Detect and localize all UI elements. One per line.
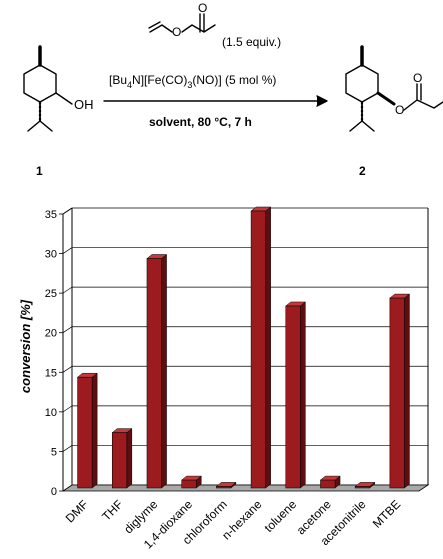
- gridline-depth: [62, 405, 73, 413]
- bar-front: [354, 486, 370, 489]
- y-tick-label: 15: [45, 367, 57, 379]
- gridline-depth: [62, 365, 73, 373]
- bar-side: [300, 301, 306, 489]
- product-structure: [345, 64, 379, 103]
- catalyst-label: [Bu4N][Fe(CO)3(NO)] (5 mol %): [109, 73, 276, 90]
- y-tick-label: 10: [45, 407, 57, 419]
- product-ester-o-label: O: [395, 103, 404, 117]
- reactant-structure: [23, 64, 57, 103]
- ticks-layer: 0 5 10 15 20 25 30 35: [45, 209, 63, 498]
- bar-front: [285, 305, 301, 489]
- bar-DMF: [76, 372, 98, 489]
- category-label: DMF: [63, 497, 91, 525]
- y-tick-label: 20: [45, 328, 57, 340]
- y-axis-label: conversion [%]: [18, 299, 33, 393]
- y-axis-top-connector: [62, 207, 73, 215]
- bar-chloroform: [215, 481, 237, 489]
- vinyl-carbonyl-o-label: O: [198, 1, 207, 15]
- reagent-equiv-label: (1.5 equiv.): [222, 35, 281, 49]
- bar-acetonitrile: [354, 481, 376, 489]
- y-tick-label: 35: [45, 209, 57, 221]
- bar-front: [77, 376, 93, 489]
- gridline-depth: [62, 286, 73, 294]
- product-carbonyl-o-label: O: [413, 71, 422, 85]
- product-number: 2: [359, 164, 366, 178]
- bar-toluene: [285, 301, 307, 489]
- reactant-number: 1: [36, 164, 43, 178]
- bar-side: [265, 206, 271, 489]
- bar-side: [126, 428, 133, 489]
- bars-layer: [76, 206, 411, 489]
- gridline-depth: [62, 445, 73, 452]
- bar-front: [320, 479, 336, 489]
- vinyl-ester-o-label: O: [172, 25, 181, 39]
- bar-front: [250, 210, 266, 489]
- y-tick-label: 25: [45, 288, 57, 300]
- bar-1,4-dioxane: [180, 475, 202, 489]
- bar-front: [216, 486, 232, 489]
- bar-acetone: [319, 475, 341, 489]
- bar-diglyme: [146, 253, 168, 489]
- y-tick-label: 5: [51, 446, 57, 458]
- reactant-oh-label: OH: [74, 97, 94, 112]
- bar-THF: [111, 428, 133, 489]
- bar-front: [146, 258, 162, 489]
- y-tick-label: 30: [45, 249, 57, 261]
- category-label: MTBE: [370, 497, 403, 530]
- bar-front: [112, 432, 128, 489]
- category-label: THF: [99, 497, 125, 523]
- vinyl-acetate-structure: [148, 13, 216, 33]
- bar-side: [404, 293, 410, 489]
- bar-front: [389, 297, 405, 489]
- gridline-depth: [62, 326, 73, 334]
- bar-n-hexane: [250, 206, 272, 489]
- bar-MTBE: [389, 293, 411, 489]
- bar-side: [161, 253, 167, 489]
- y-tick-label: 0: [51, 486, 57, 498]
- bar-side: [91, 372, 98, 489]
- conditions-label: solvent, 80 °C, 7 h: [149, 115, 252, 129]
- reaction-scheme: OH O O (1.5 equiv.) [Bu4N][Fe(CO)3(NO)] …: [23, 1, 443, 178]
- category-label: toluene: [261, 497, 299, 535]
- gridline-depth: [62, 247, 73, 254]
- bar-front: [181, 479, 197, 489]
